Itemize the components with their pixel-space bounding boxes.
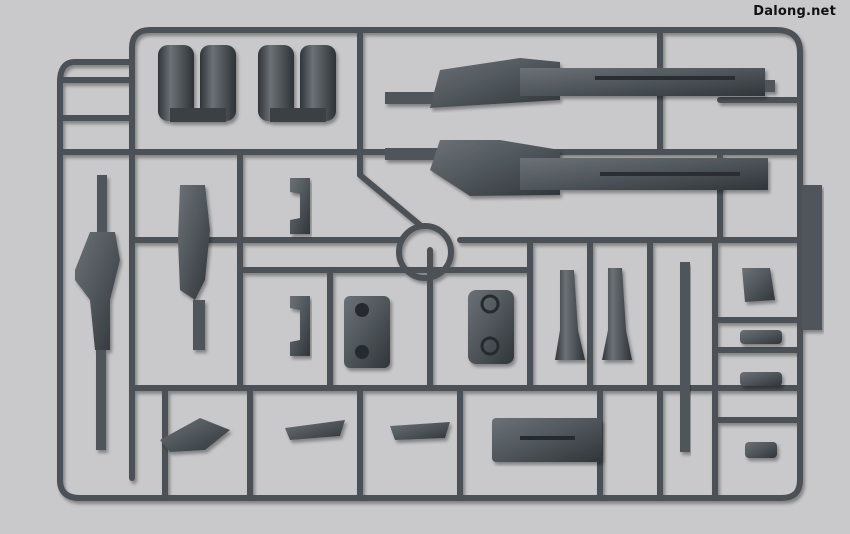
watermark-text: Dalong.net (753, 4, 836, 19)
small-parts-bottom (160, 418, 602, 462)
small-parts-right (740, 268, 782, 458)
plate-parts (344, 290, 514, 368)
thruster-pair-right (258, 45, 336, 122)
bottle-parts (555, 268, 632, 360)
thruster-pair-left (158, 45, 236, 122)
side-bar (802, 185, 822, 330)
rifle-part-upper (385, 58, 775, 108)
clamp-parts (290, 178, 310, 356)
weapon-part-vertical (178, 185, 210, 350)
rifle-part-lower (385, 140, 768, 196)
rod-part (680, 262, 690, 452)
long-rifle (75, 175, 120, 450)
